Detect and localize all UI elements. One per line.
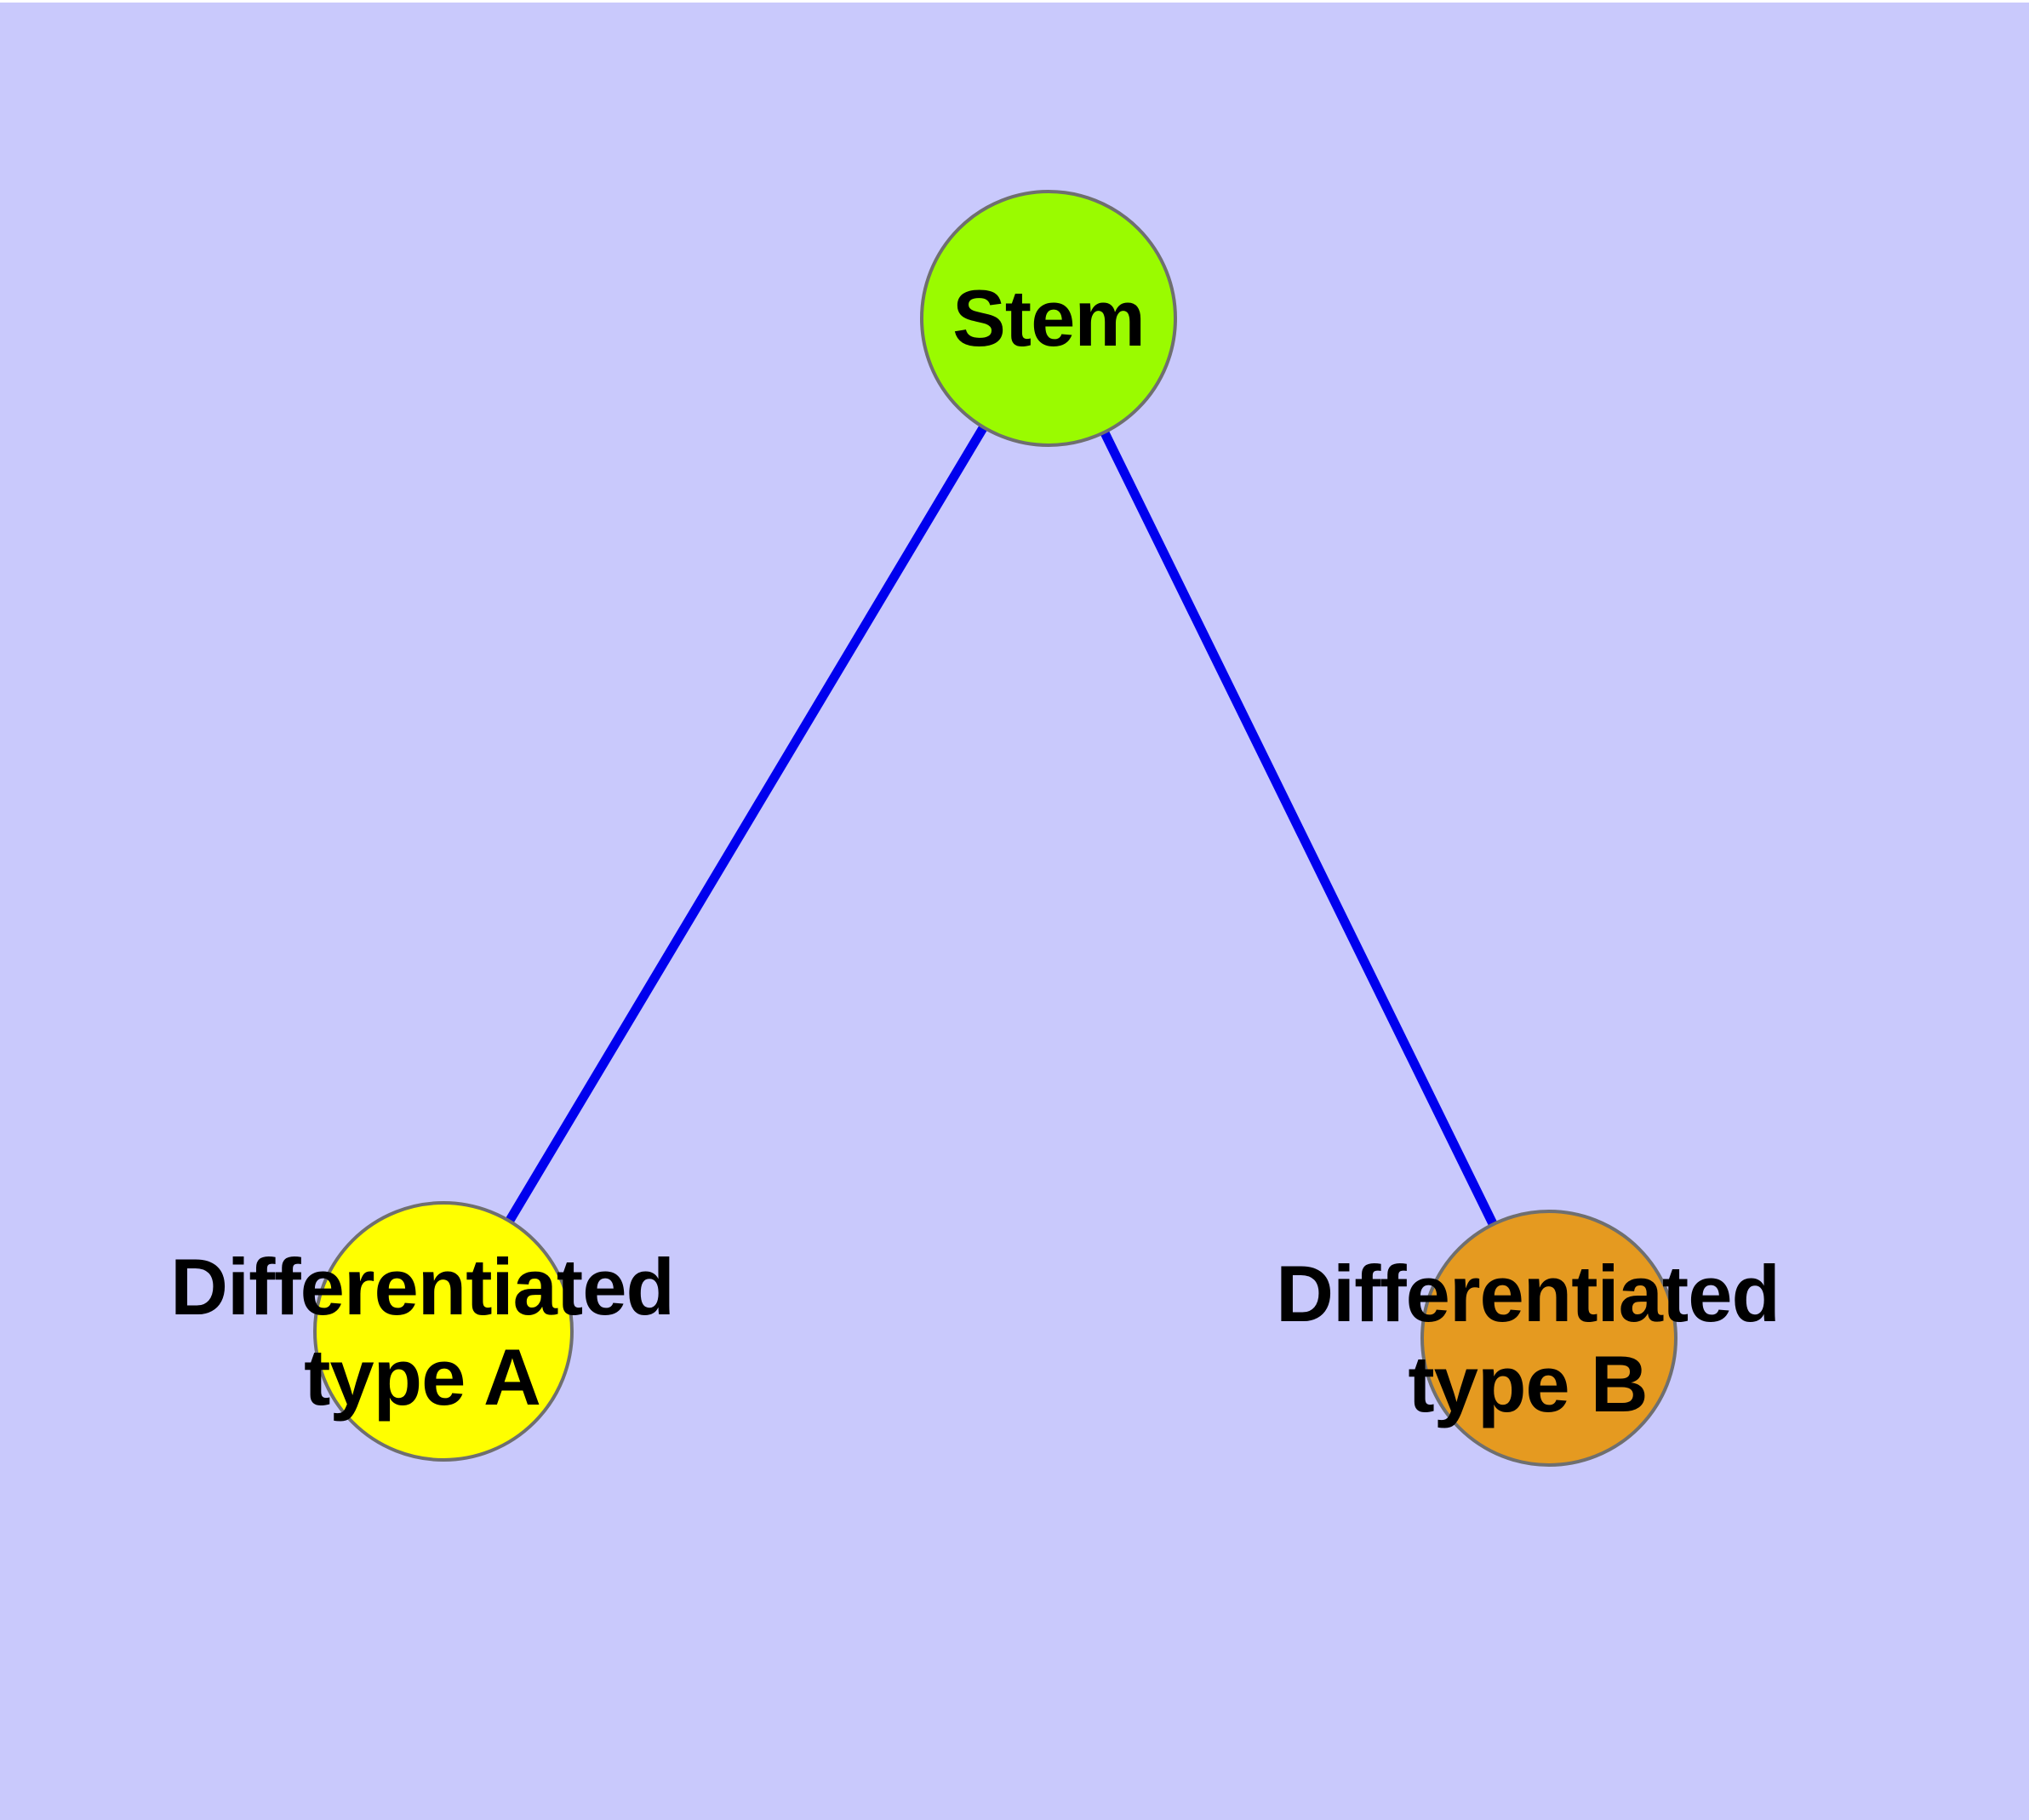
node-label-stem-text: Stem <box>952 273 1146 363</box>
node-label-type-a-line1: Differentiated <box>170 1242 675 1331</box>
node-label-type-b-line1: Differentiated <box>1276 1249 1780 1338</box>
node-differentiated-type-a <box>313 1201 574 1462</box>
node-differentiated-type-b <box>1420 1210 1677 1467</box>
node-label-stem: Stem <box>708 273 1389 363</box>
edge-stem-to-type-b <box>1044 316 1553 1341</box>
top-margin-strip <box>0 0 2029 3</box>
node-label-differentiated-type-a: Differentiated type A <box>82 1242 763 1422</box>
node-label-type-a-line2: type A <box>304 1332 541 1422</box>
node-stem <box>920 190 1177 447</box>
node-label-differentiated-type-b: Differentiated type B <box>1187 1249 1868 1429</box>
node-label-type-b-line2: type B <box>1408 1339 1648 1428</box>
edge-stem-to-type-a <box>439 316 1053 1334</box>
